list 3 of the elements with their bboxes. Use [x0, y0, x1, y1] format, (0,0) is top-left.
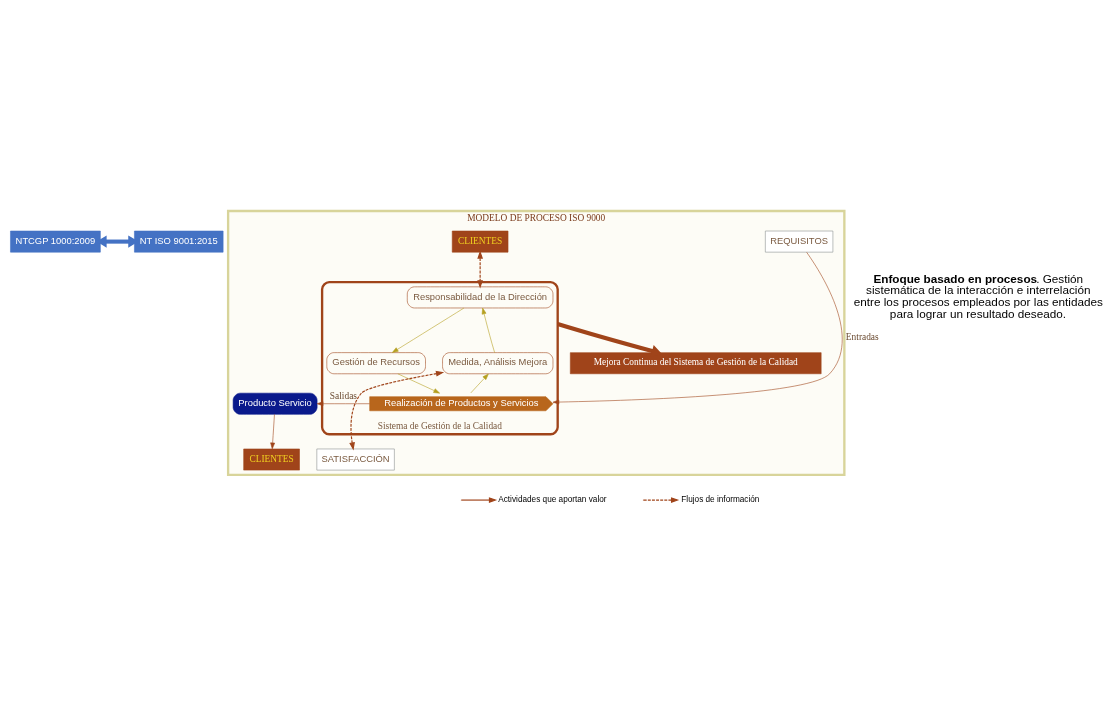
label: Enfoque basado en procesos. Gestión sistemática de la interacción e interrelación entre los procesos empleados por las entidades para lograr un resultado deseado.	[853, 271, 1103, 320]
edge-label: Entradas	[845, 332, 879, 343]
edge-label: Salidas	[329, 390, 357, 401]
